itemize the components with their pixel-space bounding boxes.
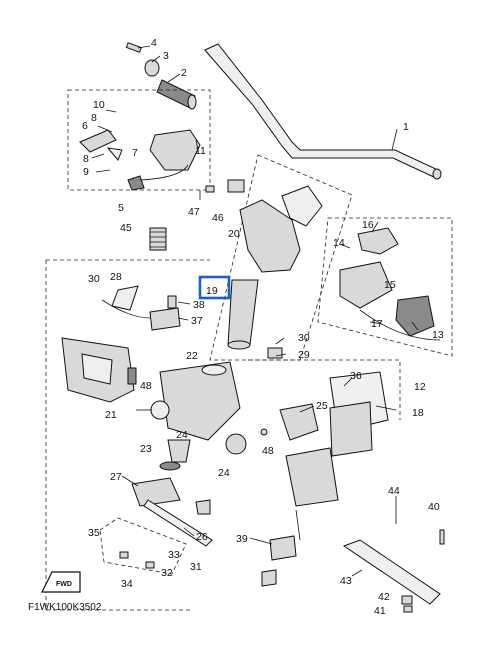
callout-9: 9 [83, 166, 89, 178]
callout-45: 45 [120, 222, 132, 234]
left-switch-group[interactable] [67, 89, 211, 191]
callout-44: 44 [388, 485, 400, 497]
callout-30b: 30 [298, 332, 310, 344]
callout-40: 40 [428, 501, 440, 513]
callout-48a: 48 [140, 380, 152, 392]
callout-38: 38 [193, 299, 205, 311]
callout-19: 19 [206, 285, 218, 297]
callout-25: 25 [316, 400, 328, 412]
callout-48b: 48 [262, 445, 274, 457]
callout-26: 26 [196, 531, 208, 543]
callout-47: 47 [188, 206, 200, 218]
handlebar[interactable] [204, 43, 442, 180]
callout-46: 46 [212, 212, 224, 224]
callout-35: 35 [88, 527, 100, 539]
right-switch-group[interactable] [317, 217, 453, 357]
diagram-code: F1WK100K3502 [28, 602, 102, 613]
lever-assembly[interactable] [131, 477, 213, 547]
callout-37: 37 [191, 315, 203, 327]
callout-11: 11 [195, 145, 206, 157]
callout-36: 36 [350, 370, 362, 382]
callout-34: 34 [121, 578, 133, 590]
callout-23: 23 [140, 443, 152, 455]
spring-45[interactable] [149, 227, 167, 251]
left-housing[interactable] [61, 337, 137, 403]
svg-text:FWD: FWD [56, 581, 72, 588]
callout-15: 15 [384, 279, 396, 291]
callout-42: 42 [378, 591, 390, 603]
callout-4: 4 [151, 37, 157, 49]
callout-20: 20 [228, 228, 240, 240]
callout-41: 41 [374, 605, 386, 617]
callout-18: 18 [412, 407, 424, 419]
callout-14: 14 [333, 237, 345, 249]
callout-27: 27 [110, 471, 122, 483]
callout-24a: 24 [176, 429, 188, 441]
callout-30a: 30 [88, 273, 100, 285]
leader-lines [91, 45, 419, 577]
callout-22: 22 [186, 350, 198, 362]
grip-assembly[interactable] [125, 42, 197, 110]
callout-31: 31 [190, 561, 202, 573]
callout-8b: 8 [83, 153, 89, 165]
callout-7: 7 [132, 147, 138, 159]
callout-43: 43 [340, 575, 352, 587]
callout-2: 2 [181, 67, 187, 79]
lower-left-box [99, 517, 187, 575]
callouts: 1 2 3 4 5 6 7 8 8 9 10 11 12 13 14 15 16… [82, 37, 444, 617]
clutch-holder[interactable] [101, 285, 181, 331]
callout-21: 21 [105, 409, 117, 421]
callout-33: 33 [168, 549, 180, 561]
callout-6: 6 [82, 120, 88, 132]
callout-5: 5 [118, 202, 124, 214]
callout-10: 10 [93, 99, 105, 111]
callout-32: 32 [161, 567, 173, 579]
callout-17: 17 [371, 318, 383, 330]
callout-39: 39 [236, 533, 248, 545]
center-housing[interactable] [150, 361, 247, 471]
left-frame [45, 259, 210, 611]
callout-12: 12 [414, 381, 426, 393]
callout-28: 28 [110, 271, 122, 283]
brake-lever[interactable] [261, 509, 441, 605]
callout-1: 1 [403, 121, 409, 133]
callout-24b: 24 [218, 467, 230, 479]
highlight-box-19 [198, 275, 231, 300]
callout-16: 16 [362, 219, 374, 231]
callout-3: 3 [163, 50, 169, 62]
fwd-arrow-icon: FWD [41, 571, 81, 593]
callout-8: 8 [91, 112, 97, 124]
callout-29: 29 [298, 349, 310, 361]
right-panel[interactable] [248, 359, 401, 507]
callout-13: 13 [432, 329, 444, 341]
hardware [119, 179, 445, 613]
